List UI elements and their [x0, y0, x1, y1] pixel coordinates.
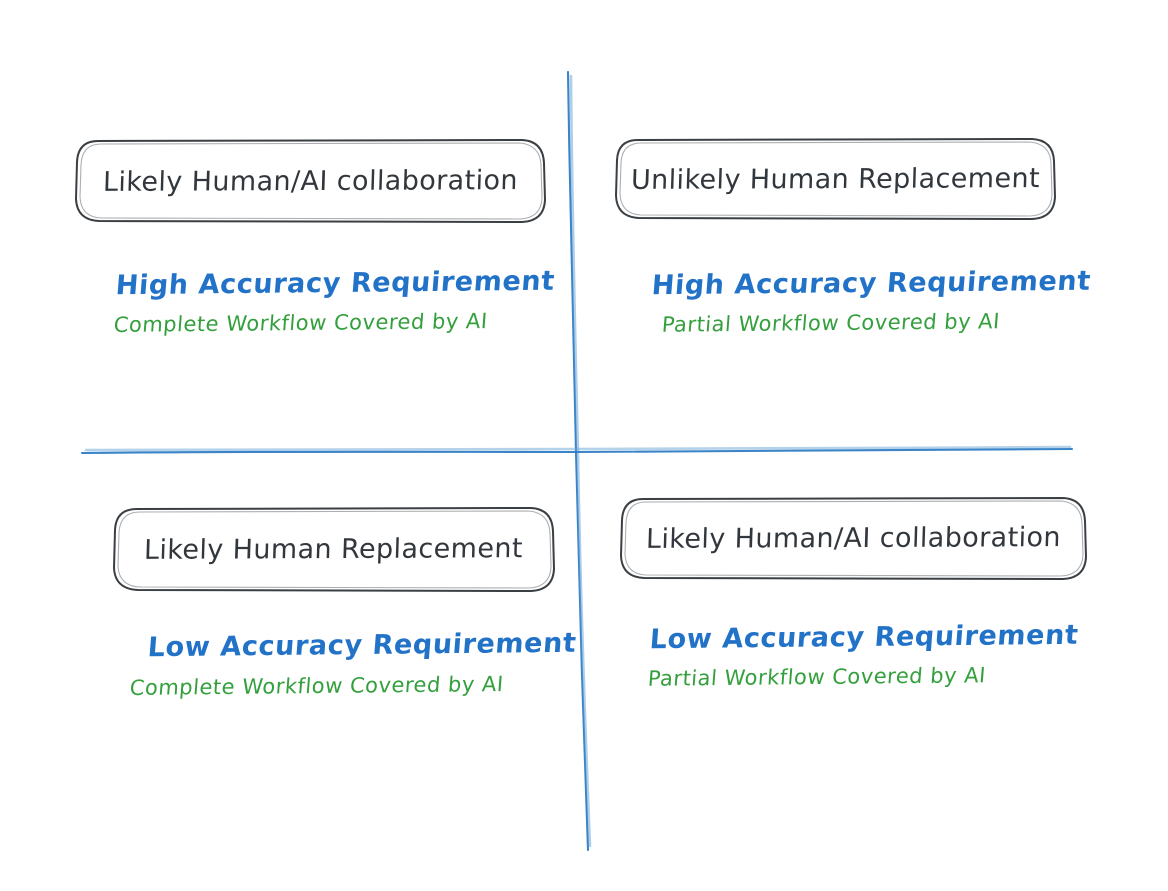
rounded-rect-sketch-icon	[112, 506, 555, 593]
vertical-axis-icon	[566, 70, 592, 852]
quadrant-top-left-workflow-line: Complete Workflow Covered by AI	[112, 309, 489, 337]
quadrant-top-right-accuracy-line: High Accuracy Requirement	[650, 265, 1092, 302]
quadrant-bottom-left-title: Likely Human Replacement	[143, 533, 524, 566]
quadrant-top-left-title: Likely Human/AI collaboration	[102, 164, 518, 198]
quadrant-bottom-right-workflow-line: Partial Workflow Covered by AI	[646, 663, 987, 691]
quadrant-top-left-accuracy-line: High Accuracy Requirement	[114, 265, 556, 302]
quadrant-bottom-right-accuracy-line: Low Accuracy Requirement	[648, 619, 1080, 656]
quadrant-top-right-label-box[interactable]: Unlikely Human Replacement	[614, 137, 1056, 221]
rounded-rect-sketch-icon	[619, 496, 1087, 581]
rounded-rect-sketch-icon	[74, 138, 546, 224]
quadrant-top-right-workflow-line: Partial Workflow Covered by AI	[660, 309, 1001, 337]
quadrant-bottom-left-accuracy-line: Low Accuracy Requirement	[146, 627, 578, 664]
quadrant-bottom-right-label-box[interactable]: Likely Human/AI collaboration	[619, 496, 1087, 581]
quadrant-top-left-label-box[interactable]: Likely Human/AI collaboration	[74, 138, 546, 224]
horizontal-axis-icon	[80, 445, 1074, 455]
quadrant-bottom-right-title: Likely Human/AI collaboration	[645, 522, 1061, 555]
quadrant-bottom-left-workflow-line: Complete Workflow Covered by AI	[128, 672, 505, 700]
quadrant-bottom-left-label-box[interactable]: Likely Human Replacement	[112, 506, 555, 593]
rounded-rect-sketch-icon	[614, 137, 1056, 221]
quadrant-top-right-title: Unlikely Human Replacement	[629, 162, 1041, 196]
